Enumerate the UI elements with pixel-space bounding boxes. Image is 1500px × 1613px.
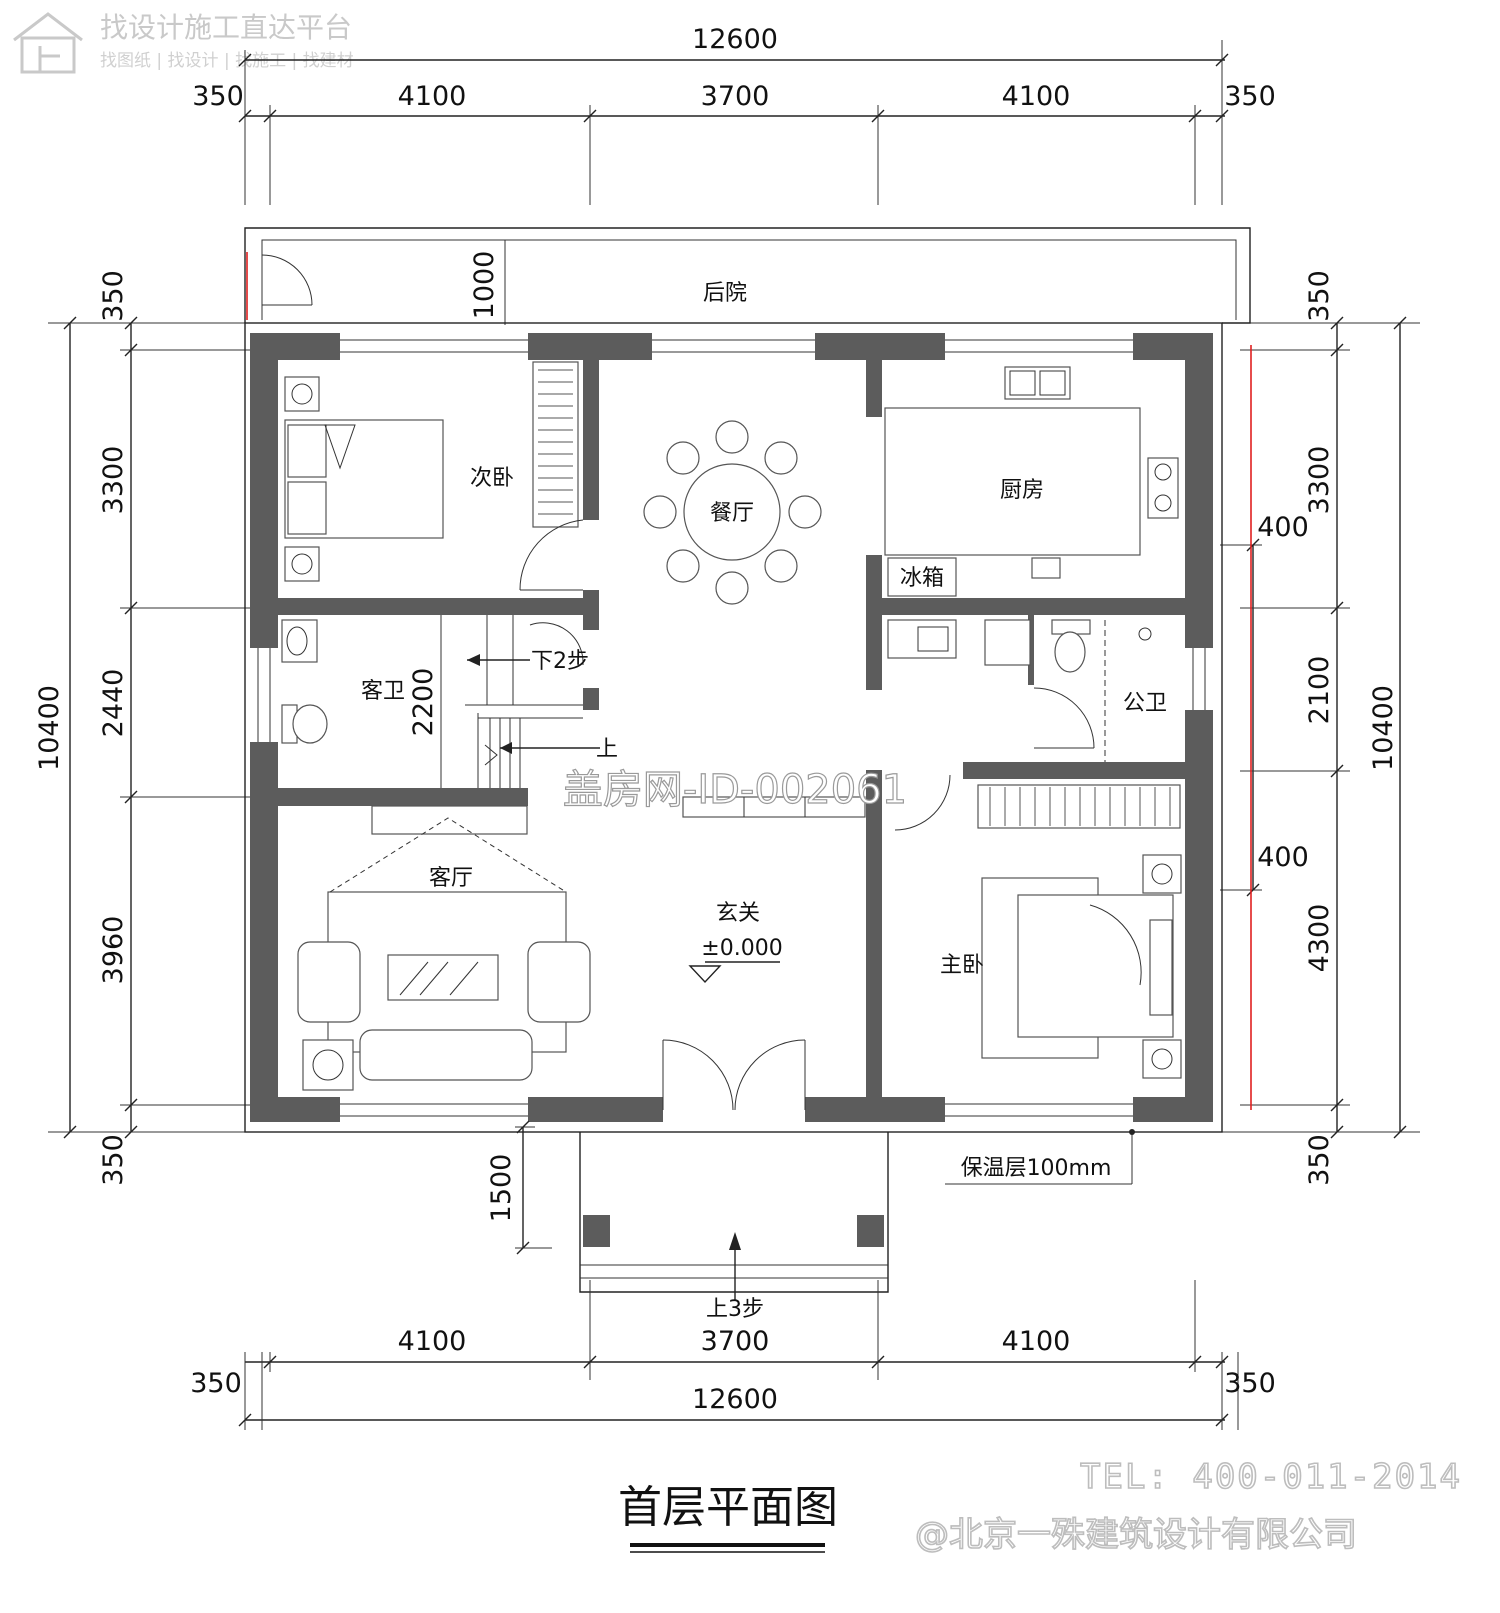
dim-left-span-3: 3960 [98, 916, 129, 985]
dim-top-span-3: 4100 [1002, 81, 1071, 112]
watermark-logo-icon [13, 12, 83, 74]
watermark-tel: TEL: 400-011-2014 [1080, 1457, 1462, 1497]
dim-stair-length: 2200 [408, 668, 439, 737]
dim-right-span-2: 2100 [1304, 656, 1335, 725]
porch-outline [515, 1120, 1135, 1300]
dim-left-top-margin: 350 [98, 270, 129, 322]
guest-bath-furniture [281, 615, 442, 788]
room-label-foyer: 玄关 [716, 901, 760, 926]
watermark-title: 找设计施工直达平台 [100, 11, 352, 44]
room-label-master-bedroom: 主卧 [940, 953, 984, 978]
dim-right-offset-1: 400 [1257, 512, 1309, 543]
dim-top-left-margin: 350 [192, 81, 244, 112]
room-label-dining: 餐厅 [710, 501, 754, 526]
room-label-living-room: 客厅 [429, 866, 473, 891]
dim-right-bottom-margin: 350 [1304, 1134, 1335, 1186]
dim-bottom-left-margin: 350 [190, 1368, 242, 1399]
bottom-dimension-lines [238, 1280, 1239, 1430]
dim-bottom-span-3: 4100 [1002, 1326, 1071, 1357]
dim-left-total: 10400 [34, 685, 65, 771]
dim-porch-depth: 1500 [486, 1154, 517, 1223]
stairs-up-label: 上 [596, 737, 618, 762]
dim-right-total: 10400 [1368, 685, 1399, 771]
dim-right-top-margin: 350 [1304, 270, 1335, 322]
walls [250, 333, 1213, 1122]
watermark-center: 盖房网-ID-002061 [563, 767, 907, 813]
room-label-guest-bath: 客卫 [361, 679, 405, 704]
master-bedroom-furniture [977, 784, 1182, 1079]
stairs [465, 615, 600, 788]
left-dimension-lines [48, 316, 250, 1139]
room-label-public-bath: 公卫 [1123, 691, 1167, 716]
dim-bottom-span-2: 3700 [701, 1326, 770, 1357]
entry-steps-label: 上3步 [706, 1297, 764, 1322]
dim-top-total: 12600 [692, 24, 778, 55]
exterior-wall-outline [244, 322, 1223, 1133]
room-label-kitchen: 厨房 [1000, 478, 1044, 503]
dim-left-span-2: 2440 [98, 669, 129, 738]
dim-top-right-margin: 350 [1224, 81, 1276, 112]
dining-table [643, 420, 822, 605]
dim-left-span-1: 3300 [98, 446, 129, 515]
dim-bottom-total: 12600 [692, 1384, 778, 1415]
watermark-subtitle: 找图纸 | 找设计 | 找施工 | 找建材 [100, 51, 354, 71]
right-dimension-lines [1220, 316, 1420, 1139]
dim-top-span-1: 4100 [398, 81, 467, 112]
dim-top-span-2: 3700 [701, 81, 770, 112]
dim-backyard-depth: 1000 [469, 251, 500, 320]
top-dimension-lines [238, 40, 1229, 205]
dim-left-bottom-margin: 350 [98, 1134, 129, 1186]
room-label-fridge: 冰箱 [900, 566, 944, 591]
elevation-label: ±0.000 [701, 936, 782, 961]
dim-right-offset-2: 400 [1257, 842, 1309, 873]
watermark-company: @北京一殊建筑设计有限公司 [915, 1515, 1357, 1555]
living-room-furniture [297, 805, 591, 1091]
drawing-title: 首层平面图 [618, 1482, 838, 1533]
kitchen-furniture [884, 366, 1179, 597]
insulation-label: 保温层100mm [961, 1156, 1112, 1181]
stairs-down-label: 下2步 [531, 649, 589, 674]
public-bath-furniture [887, 619, 1152, 762]
dim-right-span-1: 3300 [1304, 446, 1335, 515]
foyer-area [662, 774, 951, 1111]
backyard-outline [244, 227, 1251, 325]
dim-bottom-span-1: 4100 [398, 1326, 467, 1357]
dim-bottom-right-margin: 350 [1224, 1368, 1276, 1399]
room-label-backyard: 后院 [703, 281, 747, 306]
room-label-second-bedroom: 次卧 [470, 466, 514, 491]
second-bedroom-furniture [284, 361, 584, 591]
dim-right-span-3: 4300 [1304, 904, 1335, 973]
